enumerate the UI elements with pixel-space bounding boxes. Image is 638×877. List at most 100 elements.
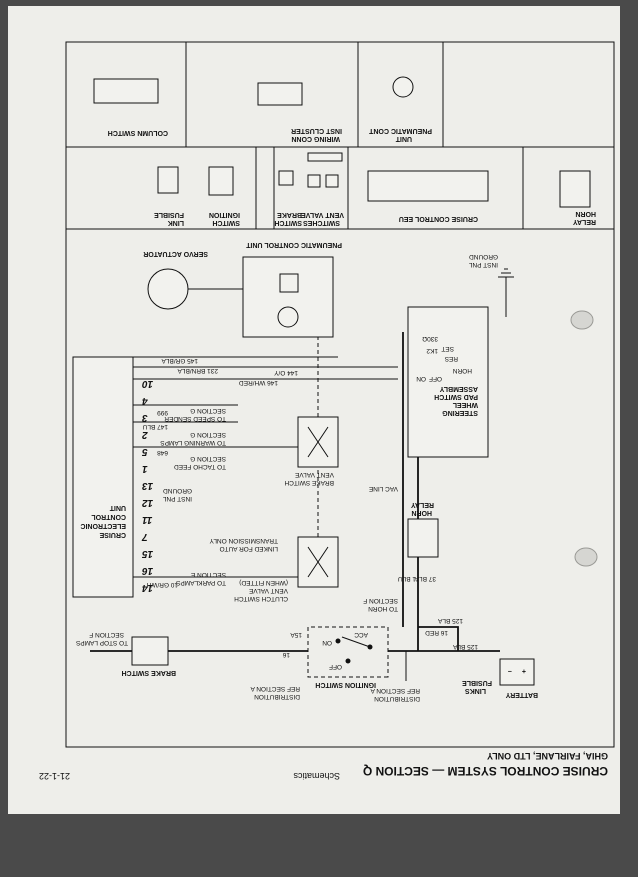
brake-vent-label: BRAKE SWITCH: [284, 479, 334, 486]
switch-position-label: ON: [322, 639, 332, 646]
ecu-pin-label: 1: [142, 463, 148, 474]
ignition-switch: ACC OFF ON IGNITION SWITCH: [307, 626, 389, 688]
connector-shape: [307, 152, 343, 162]
warning-ref-label: TO WARNING LAMPS: [160, 439, 226, 446]
battery-box: [499, 658, 535, 686]
ecu-pin-label: 13: [142, 480, 154, 491]
ecu-pin-label: 5: [142, 446, 148, 457]
ecu-pin-label: 16: [142, 565, 154, 576]
steering-pad-switch: STEERING WHEEL PAD SWITCH ASSEMBLY 330Ω …: [407, 306, 489, 458]
clutch-label: CLUTCH SWITCH: [234, 595, 288, 602]
wire-label: 231 BRN/BLA: [177, 367, 218, 374]
ecu-pin-label: 4: [142, 395, 149, 406]
cruise-ecu: CRUISE ELECTRONIC CONTROL UNIT: [72, 356, 134, 598]
connector-shape: [392, 76, 414, 98]
legend-label: IGNITION: [209, 211, 240, 218]
legend-label: VENT VALVE: [301, 211, 344, 218]
clutch-label: (WHEN FITTED): [239, 579, 288, 586]
pneumatic-motor: [277, 306, 299, 328]
ecu-pin-label: 2: [142, 429, 149, 440]
legend-label: LINK: [168, 219, 184, 226]
warning-ref-label: SECTION G: [190, 431, 226, 438]
ecu-label: ELECTRONIC: [81, 522, 127, 529]
legend-label: WIRING CONN: [291, 135, 340, 142]
connector-shape: [307, 174, 321, 188]
ecu-pin-label: 15: [142, 548, 154, 559]
wire-label: 999: [157, 409, 168, 416]
switch-position-label: OFF: [329, 663, 342, 670]
ignition-switch-label: IGNITION SWITCH: [315, 681, 376, 688]
legend-inst-cluster: INST CLUSTER WIRING CONN: [257, 82, 342, 142]
valve-symbol: [307, 426, 329, 458]
switch-label: 330Ω: [422, 335, 438, 342]
diagram-title: CRUISE CONTROL SYSTEM — SECTION Q: [363, 764, 608, 778]
vac-line-label: VAC LINE: [368, 485, 398, 492]
fusible-link-wires: [417, 552, 500, 652]
horn-ref-label: TO HORN: [368, 605, 398, 612]
servo-body: [147, 268, 189, 310]
fusible-label: LINKS: [465, 687, 486, 694]
horn-relay-label: RELAY: [411, 501, 434, 508]
stop-ref-label: TO STOP LAMPS: [75, 639, 128, 646]
punch-hole: [570, 310, 594, 330]
tacho-ref-label: TO TACHO FEED: [174, 463, 226, 470]
wire-label: 125 BLA: [452, 643, 478, 650]
ref-label: REF SECTION A: [370, 687, 420, 694]
legend-label: SWITCHES: [303, 219, 340, 226]
legend-label: SWITCH: [212, 219, 240, 226]
linked-note: LINKED FOR AUTO: [220, 545, 278, 552]
ref-label: DISTRIBUTION: [374, 695, 420, 702]
page-section-label: Schematics: [293, 771, 340, 781]
ecu-label: CRUISE: [99, 531, 126, 538]
wire-label: 125 BLA: [437, 617, 463, 624]
legend-label: RELAY: [573, 218, 596, 225]
ecu-box: [72, 356, 134, 598]
ecu-pin-label: 12: [142, 497, 154, 508]
switch-label: OFF: [429, 375, 442, 382]
wire-label: 16 RED: [425, 629, 448, 636]
legend-label: PNEUMATIC CONT: [368, 127, 432, 134]
fusible-label: FUSIBLE: [462, 679, 492, 686]
inst-panel-ground: INST PNL GROUND: [468, 253, 514, 317]
legend-column-switch: COLUMN SWITCH: [93, 78, 168, 136]
battery-label: BATTERY: [505, 691, 538, 698]
horn-relay: HORN RELAY: [407, 501, 439, 558]
ecu-label: CONTROL: [91, 513, 126, 520]
connector-shape: [559, 170, 591, 208]
ecu-pin-label: 3: [142, 412, 148, 423]
park-ref-label: TO PARKLAMPS: [175, 579, 226, 586]
battery-negative: −: [508, 667, 512, 674]
ignition-switch-outline: [307, 626, 389, 678]
punch-hole: [574, 547, 598, 567]
brake-switch: BRAKE SWITCH: [122, 636, 176, 676]
ecu-pin-label: 10: [142, 378, 154, 389]
ecu-pin-label: 14: [142, 582, 154, 593]
horn-relay-box: [407, 518, 439, 558]
linked-note: TRANSMISSION ONLY: [209, 537, 278, 544]
switch-contact: [335, 638, 341, 644]
tacho-ref-label: SECTION G: [190, 455, 226, 462]
ref-label: DISTRIBUTION: [254, 693, 300, 700]
speed-ref-label: TO SPEED SENDER: [164, 415, 226, 422]
wire-label: 1 BLU: [398, 575, 416, 582]
pneumatic-valve: [279, 273, 299, 293]
legend-label: COLUMN SWITCH: [108, 129, 168, 136]
connector-shape: [367, 170, 489, 202]
connector-shape: [325, 174, 339, 188]
wire-label: 16: [282, 651, 290, 658]
diagram-frame: [65, 41, 615, 748]
switch-label: 1K2: [426, 347, 438, 354]
legend-pneumatic-unit: PNEUMATIC CONT UNIT: [368, 76, 432, 142]
wire-label: 15A: [290, 631, 302, 638]
legend-ignition-switch: IGNITION SWITCH: [208, 166, 240, 226]
servo-actuator: SERVO ACTUATOR: [143, 250, 243, 310]
ecu-label: UNIT: [109, 504, 126, 511]
switch-label: HORN: [453, 367, 472, 374]
park-ref-label: SECTION E: [190, 571, 226, 578]
wire-label: 37 BLA: [414, 575, 436, 582]
valve-symbol: [307, 546, 329, 578]
legend-label: SWITCH: [274, 219, 302, 226]
